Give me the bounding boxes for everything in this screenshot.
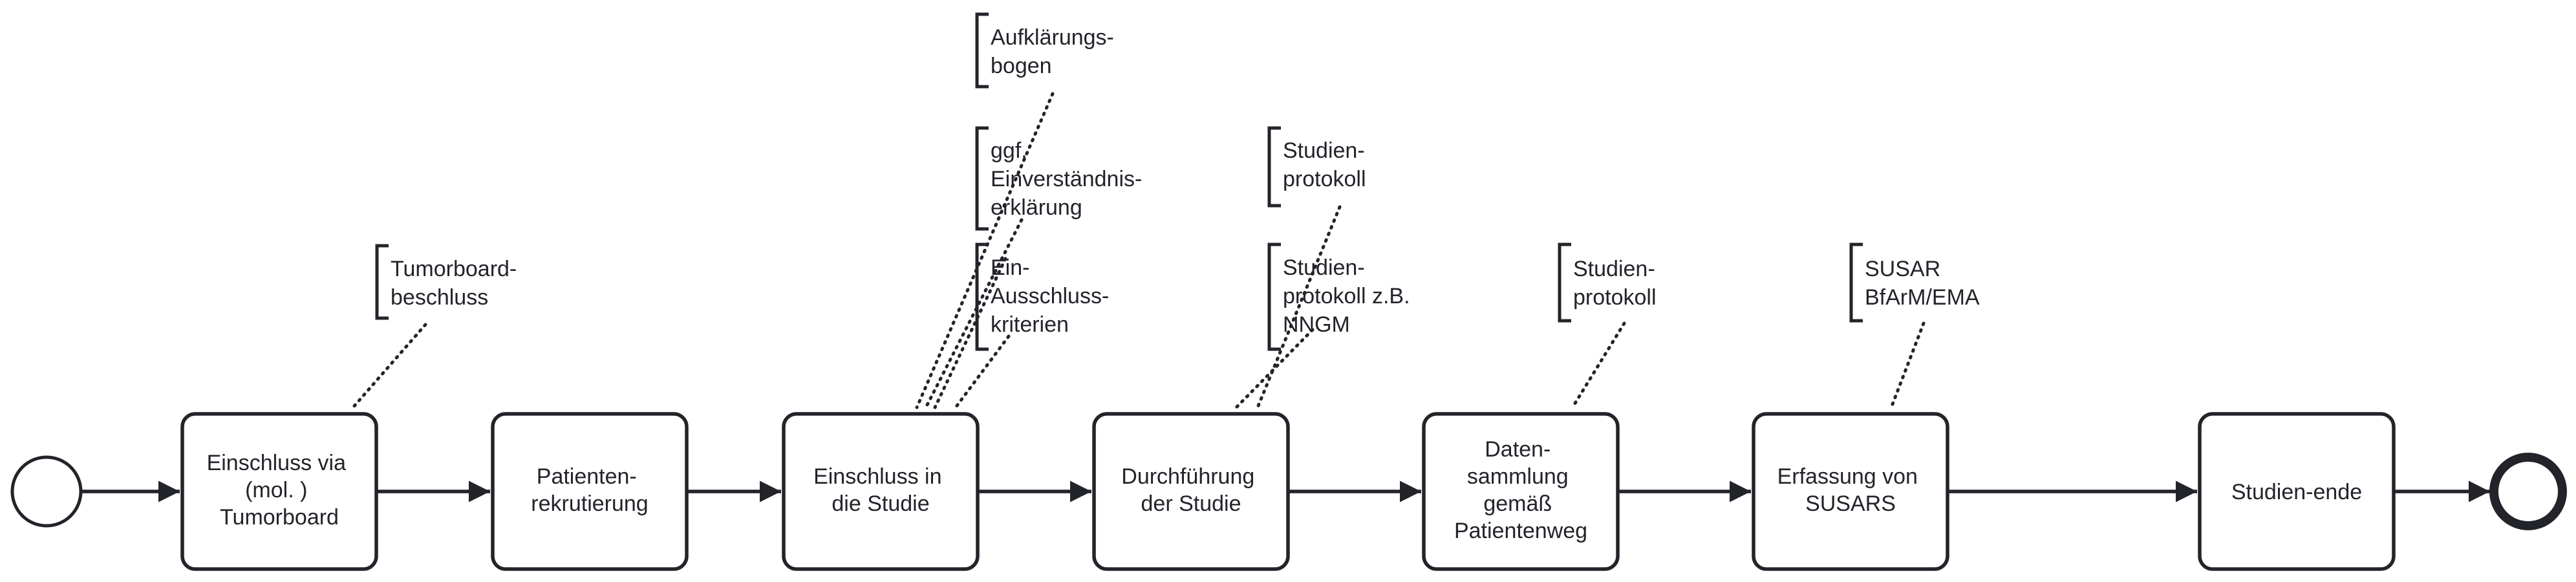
- task-label-line: Studien-ende: [2231, 480, 2362, 504]
- svg-text:Erfassung von SUSARS: Erfassung von SUSARS: [1777, 464, 1924, 516]
- task-patientenrekrutierung[interactable]: Patienten- rekrutierung: [491, 412, 689, 571]
- annotation-line: erklärung: [991, 195, 1082, 220]
- annotation-tumorboard-beschluss[interactable]: Tumorboard- beschluss: [375, 244, 523, 320]
- task-label-line: Tumorboard: [220, 505, 339, 530]
- task-label-line: der Studie: [1141, 491, 1241, 516]
- association[interactable]: [1571, 321, 1626, 409]
- task-einschluss-via-tumorboard[interactable]: Einschluss via (mol. ) Tumorboard: [180, 412, 378, 571]
- task-erfassung-von-susars[interactable]: Erfassung von SUSARS: [1752, 412, 1949, 571]
- annotation-line: SUSAR: [1865, 257, 1940, 281]
- task-label-line: die Studie: [832, 491, 929, 516]
- svg-text:Durchführung der Studi: Durchführung der Studie: [1121, 464, 1260, 516]
- association[interactable]: [954, 334, 1011, 409]
- task-label-line: Einschluss via: [207, 451, 347, 475]
- svg-text:Tumorboard- beschluss: Tumorboard- beschluss: [391, 257, 523, 310]
- svg-text:Studien- protokoll: Studien- protokoll: [1283, 138, 1371, 191]
- annotation-line: Tumorboard-: [391, 257, 517, 281]
- annotation-susar-bfarm-ema[interactable]: SUSAR BfArM/EMA: [1849, 242, 1980, 323]
- annotation-aufklaerungsbogen[interactable]: Aufklärungs- bogen: [975, 12, 1120, 89]
- annotation-line: Ausschluss-: [991, 284, 1109, 308]
- association[interactable]: [924, 218, 1024, 409]
- annotation-line: Aufklärungs-: [991, 25, 1114, 50]
- annotation-ein-ausschlusskriterien[interactable]: Ein- Ausschluss- kriterien: [975, 242, 1115, 351]
- svg-text:ggf. Einverständnis-: ggf. Einverständnis- erklärung: [991, 138, 1148, 220]
- associations: [351, 92, 1926, 409]
- association[interactable]: [1889, 321, 1926, 409]
- annotation-line: protokoll: [1283, 167, 1366, 191]
- svg-text:Aufklärungs- bogen: Aufklärungs- bogen: [991, 25, 1120, 78]
- svg-text:Ein- Ausschluss-: Ein- Ausschluss- kriterien: [991, 255, 1115, 337]
- task-label-line: Daten-: [1485, 437, 1551, 462]
- association[interactable]: [915, 92, 1055, 409]
- annotation-line: NNGM: [1283, 312, 1350, 337]
- task-studien-ende[interactable]: Studien-ende: [2198, 412, 2396, 571]
- task-label-line: Patienten-: [537, 464, 637, 489]
- svg-text:Patienten- rekrutierun: Patienten- rekrutierung: [531, 464, 648, 516]
- annotation-line: BfArM/EMA: [1865, 285, 1980, 310]
- tasks: Einschluss via (mol. ) Tumorboard Patien…: [180, 412, 2396, 571]
- start-event[interactable]: [10, 455, 83, 528]
- annotation-line: bogen: [991, 54, 1052, 78]
- task-datensammlung[interactable]: Daten- sammlung gemäß Patientenweg: [1422, 412, 1620, 571]
- svg-text:Studien-ende: Studien-ende: [2231, 480, 2362, 504]
- task-label-line: gemäß: [1483, 491, 1552, 516]
- svg-text:Einschluss in die Stud: Einschluss in die Studie: [813, 464, 948, 516]
- annotation-line: protokoll: [1573, 285, 1657, 310]
- annotation-studienprotokoll[interactable]: Studien- protokoll: [1267, 126, 1371, 208]
- svg-text:Studien- protokoll z.B: Studien- protokoll z.B. NNGM: [1283, 255, 1416, 337]
- svg-text:Studien- protokoll: Studien- protokoll: [1573, 257, 1661, 310]
- end-event[interactable]: [2489, 453, 2567, 530]
- task-label-line: sammlung: [1467, 464, 1569, 489]
- association[interactable]: [351, 323, 427, 409]
- svg-text:SUSAR BfArM/EMA: SUSAR BfArM/EMA: [1865, 257, 1980, 310]
- task-label-line: Durchführung: [1121, 464, 1254, 489]
- association[interactable]: [933, 257, 1007, 409]
- task-durchfuehrung-der-studie[interactable]: Durchführung der Studie: [1092, 412, 1290, 571]
- task-einschluss-in-die-studie[interactable]: Einschluss in die Studie: [782, 412, 980, 571]
- annotation-line: beschluss: [391, 285, 488, 310]
- task-label-line: rekrutierung: [531, 491, 648, 516]
- association[interactable]: [1234, 328, 1315, 409]
- annotation-line: ggf.: [991, 138, 1027, 163]
- task-label-line: Patientenweg: [1454, 519, 1587, 543]
- svg-text:Einschluss via (mol. ): Einschluss via (mol. ) Tumorboard: [207, 451, 352, 530]
- annotation-studienprotokoll-nngm[interactable]: Studien- protokoll z.B. NNGM: [1267, 242, 1416, 351]
- task-label-line: (mol. ): [245, 478, 307, 502]
- annotation-line: Studien-: [1283, 255, 1365, 280]
- annotation-line: Einverständnis-: [991, 167, 1142, 191]
- annotation-studienprotokoll-datensammlung[interactable]: Studien- protokoll: [1558, 242, 1661, 323]
- annotation-line: kriterien: [991, 312, 1069, 337]
- annotation-einverstaendniserklaerung[interactable]: ggf. Einverständnis- erklärung: [975, 126, 1148, 231]
- text-annotations: Tumorboard- beschluss Aufklärungs- bogen…: [375, 12, 1980, 351]
- annotation-line: Ein-: [991, 255, 1029, 280]
- annotation-line: Studien-: [1283, 138, 1365, 163]
- task-label-line: Erfassung von: [1777, 464, 1918, 489]
- task-label-line: SUSARS: [1805, 491, 1896, 516]
- association[interactable]: [1256, 205, 1342, 409]
- svg-text:Daten- sammlung: Daten- sammlung gemäß Patientenweg: [1454, 437, 1587, 543]
- task-label-line: Einschluss in: [813, 464, 941, 489]
- annotation-line: Studien-: [1573, 257, 1655, 281]
- annotation-line: protokoll z.B.: [1283, 284, 1410, 308]
